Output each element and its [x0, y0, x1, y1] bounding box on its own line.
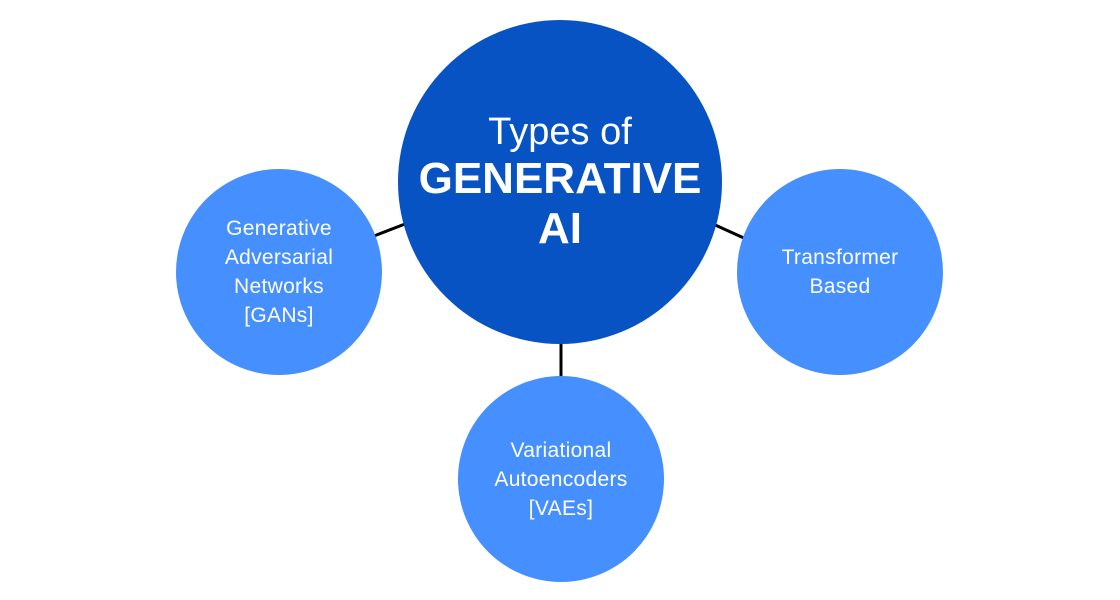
node-gans: Generative Adversarial Networks [GANs]	[176, 169, 382, 375]
connector-gans	[373, 222, 406, 238]
center-title-line1: Types of	[488, 111, 632, 153]
transformer-label-line1: Transformer	[781, 246, 899, 269]
gans-label-line2: Adversarial	[224, 246, 334, 269]
vaes-label-line3: [VAEs]	[528, 496, 594, 520]
vaes-label-line2: Autoencoders	[494, 467, 628, 491]
center-node: Types of GENERATIVE AI	[398, 20, 722, 344]
gans-label-line3: Networks	[234, 275, 324, 298]
center-title-line3: AI	[538, 204, 582, 253]
transformer-label-line2: Based	[809, 275, 871, 298]
center-title-line2: GENERATIVE	[418, 154, 702, 203]
gans-label-line1: Generative	[226, 217, 332, 240]
gans-label-line4: [GANs]	[244, 304, 314, 327]
node-vaes: Variational Autoencoders [VAEs]	[458, 376, 664, 582]
vaes-label-line1: Variational	[510, 438, 612, 462]
connector-transformer	[712, 222, 747, 241]
node-transformer: Transformer Based	[737, 169, 943, 375]
